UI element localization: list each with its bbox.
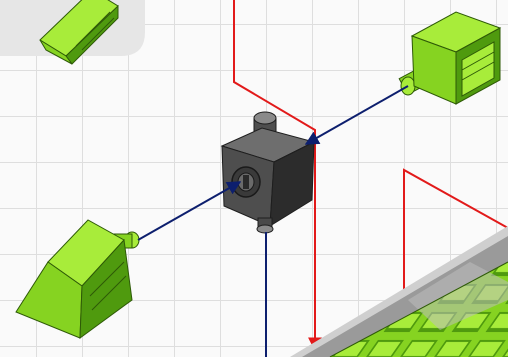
grid-tray[interactable] [290,226,508,357]
lower-left-ramp-block[interactable] [15,219,140,340]
green-grid-tray-icon [290,226,508,357]
green-cube-block-icon [398,11,502,105]
connection-ramp-to-hub [137,181,242,241]
gray-hub-block-icon [220,111,316,234]
ramp-block[interactable] [39,0,119,65]
connection-cube-to-hub [304,85,409,145]
green-ramp-block-icon [39,0,119,65]
connector-hub[interactable] [220,111,316,234]
feed-route [233,0,322,352]
cube-block[interactable] [398,11,502,105]
green-ramp-block-icon [15,219,140,340]
